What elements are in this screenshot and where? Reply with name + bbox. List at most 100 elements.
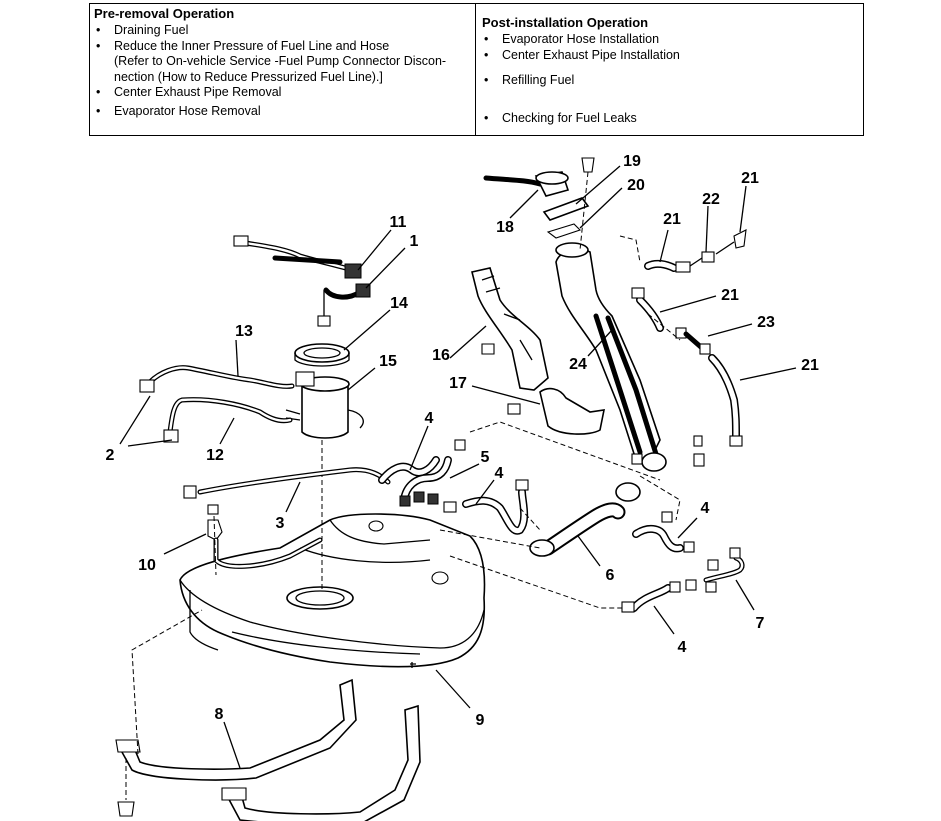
pre-removal-column: Pre-removal Operation • Draining Fuel • …: [90, 4, 476, 135]
strap-body: [223, 704, 421, 821]
bullet: •: [96, 103, 101, 118]
callout-23: 23: [757, 314, 775, 331]
leader-20: [579, 187, 623, 229]
vapor-hoses: [378, 439, 529, 535]
hose-4-highlight: [463, 489, 527, 534]
bullet: •: [96, 85, 101, 100]
callout-11: 11: [390, 214, 407, 231]
post-installation-item: • Refilling Fuel: [482, 73, 863, 89]
tank-strap-front: [115, 678, 357, 781]
hose-clamp: [454, 439, 466, 451]
callout-4d: 4: [678, 639, 687, 656]
protector-panel: [471, 267, 549, 391]
leader-21a: [739, 185, 747, 233]
strap-tab: [115, 739, 141, 753]
joint-pipe-23: [683, 331, 705, 351]
clip-nut: [207, 504, 219, 515]
hose-clamp: [631, 287, 645, 299]
hose-21-highlight: [709, 355, 739, 439]
leader-9: [435, 669, 471, 709]
vapor-pipe: [183, 467, 391, 541]
callout-16: 16: [432, 347, 450, 364]
item-text: Checking for Fuel Leaks: [502, 110, 637, 125]
leader-23: [707, 323, 753, 337]
leader-4b: [475, 479, 495, 505]
leader-13: [235, 339, 239, 377]
tank-edge: [179, 579, 485, 649]
leader-16: [449, 325, 487, 359]
protector-ribs: [481, 275, 533, 361]
pre-removal-title: Pre-removal Operation: [94, 6, 235, 21]
operations-table: Pre-removal Operation • Draining Fuel • …: [89, 3, 864, 136]
leader-dash: [639, 475, 681, 521]
leader-14: [343, 309, 391, 351]
post-installation-column: Post-installation Operation • Evaporator…: [476, 4, 863, 135]
ring-outer: [294, 343, 350, 363]
harness-plug: [233, 235, 249, 247]
ring-inner: [303, 347, 341, 359]
pump-lead-plug: [317, 315, 331, 327]
leader-21d: [739, 367, 797, 381]
pipe-clip: [207, 519, 223, 541]
bullet: •: [96, 38, 101, 53]
leader-dash: [519, 507, 541, 531]
leader-dash: [131, 609, 203, 755]
neck-outlet: [641, 452, 667, 472]
tank-bolt: [410, 662, 416, 668]
hose-21-highlight: [645, 261, 677, 271]
hose-clamp: [443, 501, 457, 513]
harness-wire: [272, 255, 343, 265]
hose-4-highlight: [631, 585, 671, 611]
cap-tether: [483, 175, 543, 187]
leader-12: [219, 417, 235, 445]
fuel-filler-neck: [555, 242, 705, 472]
pre-removal-item: • Draining Fuel: [94, 23, 475, 39]
hose-joint: [675, 261, 691, 273]
neck-bolt: [693, 453, 705, 467]
leader-11: [357, 229, 392, 271]
fuel-pump-harness: [233, 235, 371, 327]
leader-8: [223, 721, 241, 769]
hose-clamp: [515, 479, 529, 491]
neck-clamp: [631, 453, 643, 465]
hose-clamp: [729, 547, 741, 559]
leader-18: [509, 189, 539, 219]
hose-clamp: [661, 511, 673, 523]
diagram-svg: 11 1 14 15 13 2 12 3 10 4 5 4 6 4 7 4 9 …: [106, 153, 819, 821]
leader-dash: [619, 235, 641, 263]
filler-bracket: [507, 387, 606, 435]
vent-line: [715, 241, 735, 255]
pump-float-arm: [347, 409, 364, 429]
fuel-tank: [179, 513, 486, 668]
filler-spacer: [546, 223, 582, 239]
leader-5: [449, 463, 480, 479]
leader-4c: [677, 517, 698, 539]
leader-dash: [213, 515, 217, 576]
leader-dash: [647, 313, 681, 341]
filler-hose: [529, 482, 641, 557]
leader-3: [285, 481, 301, 513]
post-installation-item: • Center Exhaust Pipe Installation: [482, 48, 863, 64]
pre-removal-item: • Center Exhaust Pipe Removal: [94, 85, 475, 101]
item-text: Evaporator Hose Installation: [502, 32, 660, 46]
callout-4a: 4: [425, 410, 434, 427]
pump-opening-ring: [295, 590, 345, 606]
callout-18: 18: [496, 219, 514, 236]
callout-8: 8: [215, 706, 224, 723]
callout-numbers: 11 1 14 15 13 2 12 3 10 4 5 4 6 4 7 4 9 …: [106, 153, 819, 729]
callout-20: 20: [627, 177, 645, 194]
vent-hoses: [631, 229, 747, 447]
callout-17: 17: [449, 375, 467, 392]
pump-ring-nut: [294, 343, 350, 367]
callout-6: 6: [606, 567, 615, 584]
fuel-pump-module: [285, 371, 364, 590]
callout-7: 7: [756, 615, 765, 632]
hose-5-highlight: [401, 457, 451, 503]
harness-wire-highlight: [238, 240, 354, 272]
item-text: Center Exhaust Pipe Removal: [114, 85, 282, 100]
check-valve: [701, 251, 715, 263]
callout-4b: 4: [495, 465, 504, 482]
leader-24: [587, 329, 613, 357]
callout-22: 22: [702, 191, 720, 208]
bullet: •: [484, 110, 489, 125]
